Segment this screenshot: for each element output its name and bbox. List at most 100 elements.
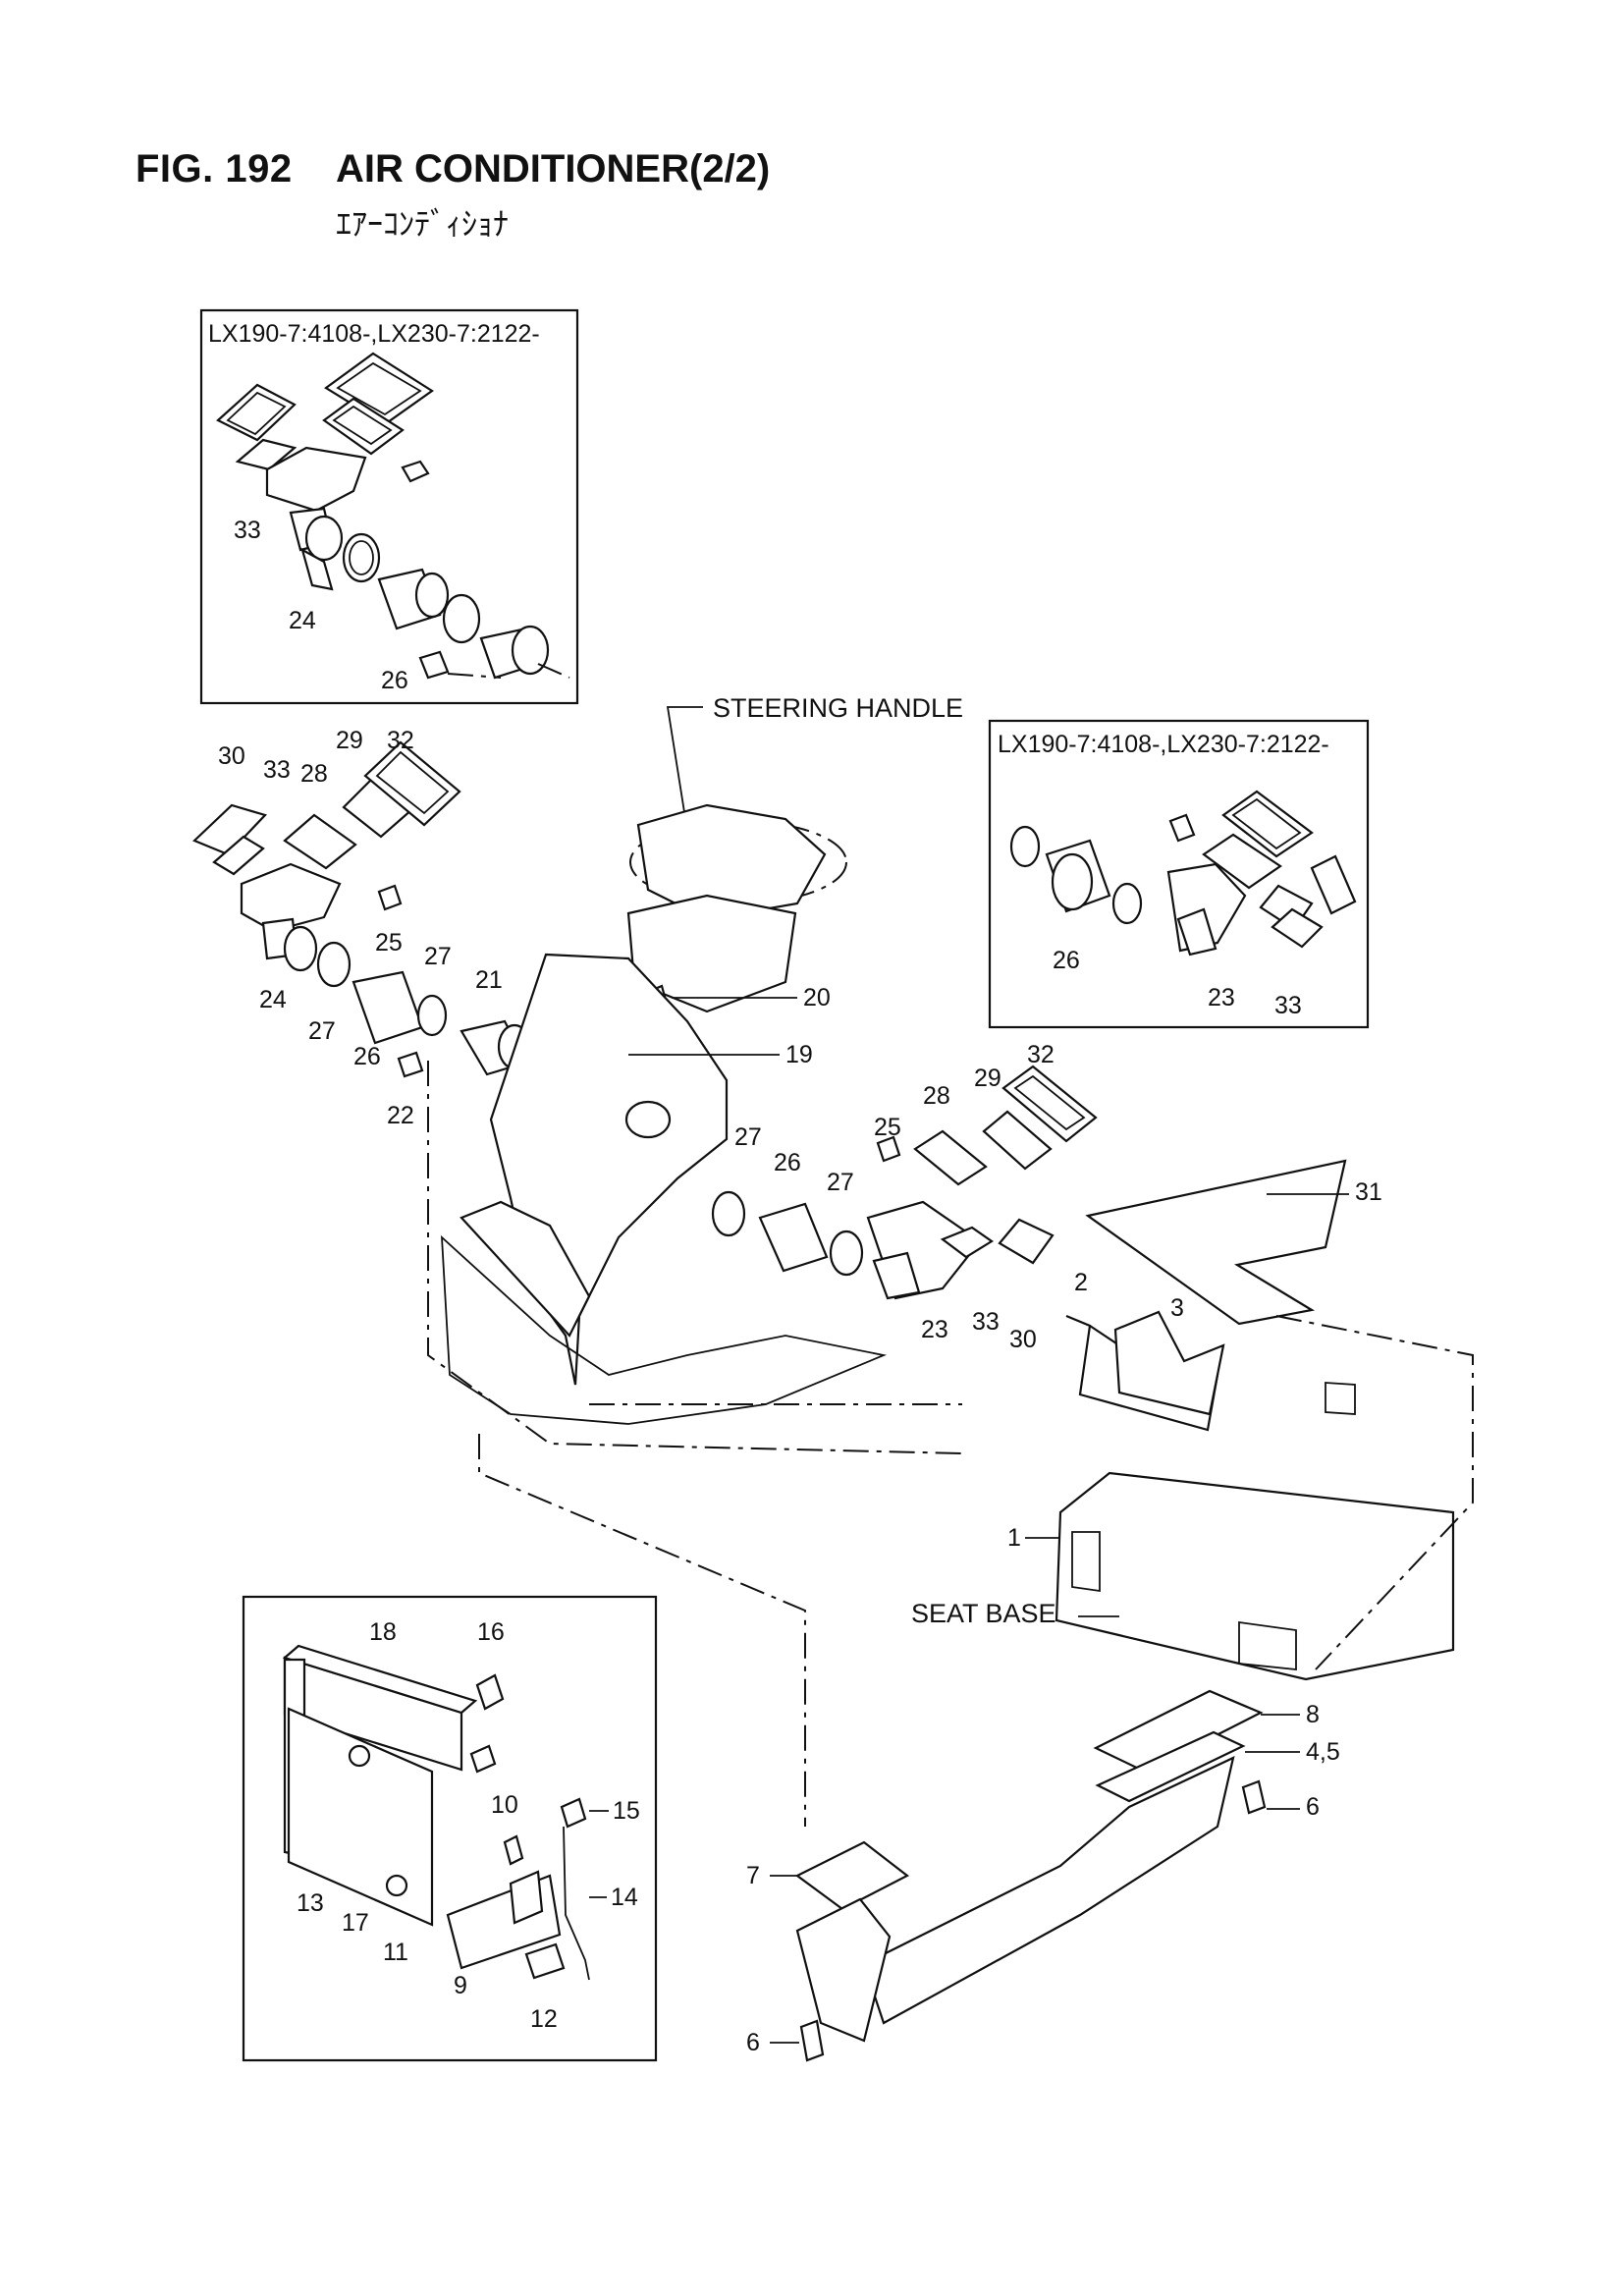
- nut-11: [385, 1874, 408, 1897]
- inset2-screw: [1168, 813, 1196, 843]
- panel-3: [1113, 1310, 1225, 1416]
- inset1-duct-box: [265, 446, 430, 552]
- callout-11: 11: [383, 1939, 408, 1966]
- inset-bottom-left-frame: [242, 1595, 658, 2062]
- callout-21: 21: [475, 966, 503, 994]
- callout-13: 13: [297, 1889, 324, 1917]
- gasket-4-5: [1095, 1730, 1246, 1803]
- callout-inset2-26: 26: [1053, 947, 1080, 974]
- inset2-filter-set: [1168, 790, 1357, 949]
- callout-22: 22: [387, 1102, 414, 1129]
- inset2-hose-assembly: [1009, 825, 1247, 957]
- callout-r25: 25: [874, 1114, 901, 1141]
- screw-r25: [876, 1135, 901, 1163]
- inset-top-left: LX190-7:4108-,LX230-7:2122-: [199, 308, 579, 705]
- callout-r27-b: 27: [827, 1169, 854, 1196]
- callout-18: 18: [369, 1618, 397, 1646]
- hose-24: [283, 925, 318, 972]
- main-right-duct-group: [711, 1065, 1347, 1326]
- lower-duct-assembly: [794, 1689, 1267, 2062]
- inset-bottom-left: [242, 1595, 658, 2062]
- callout-r33: 33: [972, 1308, 1000, 1336]
- bolt-15: [560, 1797, 587, 1829]
- inset1-filter-set: [216, 352, 434, 471]
- screw-22: [397, 1051, 424, 1078]
- steering-handle-note: STEERING HANDLE: [626, 693, 963, 1013]
- filter-r29: [982, 1110, 1053, 1171]
- hose-26: [352, 970, 424, 1045]
- callout-r30: 30: [1009, 1326, 1037, 1353]
- callout-25: 25: [375, 929, 403, 957]
- callout-20: 20: [803, 984, 831, 1011]
- figure-number: FIG. 192: [135, 147, 293, 191]
- clamp-r27b: [829, 1230, 864, 1277]
- callout-33: 33: [263, 756, 291, 784]
- callout-inset2-23: 23: [1208, 984, 1235, 1011]
- callout-24: 24: [259, 986, 287, 1013]
- inset-top-left-frame: [199, 308, 579, 705]
- callout-16: 16: [477, 1618, 505, 1646]
- clamp-27a: [316, 941, 352, 988]
- callout-19: 19: [785, 1041, 813, 1068]
- figure-subtitle-jp: ｴｱｰｺﾝﾃﾞｨｼｮﾅ: [336, 206, 510, 242]
- duct-box-main: [240, 862, 342, 933]
- leader-lines: [589, 997, 1349, 2044]
- plate-13: [287, 1707, 434, 1927]
- callout-6-a: 6: [1306, 1793, 1320, 1821]
- callout-12: 12: [530, 2005, 558, 2033]
- callout-inset1-26: 26: [381, 667, 408, 694]
- steering-handle-label: STEERING HANDLE: [713, 693, 963, 723]
- filter-r32: [1001, 1065, 1098, 1143]
- callout-17: 17: [342, 1909, 369, 1937]
- callout-27-a: 27: [424, 943, 452, 970]
- inset1-hose-assembly: [300, 515, 570, 680]
- filter-30: [192, 803, 268, 856]
- callout-30: 30: [218, 742, 245, 770]
- bolt-10: [503, 1834, 524, 1866]
- callout-10: 10: [491, 1791, 518, 1819]
- callout-r26: 26: [774, 1149, 801, 1176]
- seat-base-1: [1055, 1471, 1455, 1681]
- inset-right-frame: [988, 719, 1370, 1029]
- gasket-7: [794, 1840, 910, 1911]
- callout-9: 9: [454, 1972, 467, 1999]
- callout-inset1-24: 24: [289, 607, 316, 634]
- callout-26: 26: [353, 1043, 381, 1070]
- seat-base-assembly: SEAT BASE: [911, 1310, 1474, 1681]
- seat-base-label: SEAT BASE: [911, 1599, 1056, 1628]
- bolt-16: [475, 1673, 505, 1711]
- callout-27-b: 27: [308, 1017, 336, 1045]
- inset-top-left-serial: LX190-7:4108-,LX230-7:2122-: [208, 320, 540, 348]
- callout-29: 29: [336, 727, 363, 754]
- lower-duct: [862, 1756, 1235, 2025]
- callout-r28: 28: [923, 1082, 950, 1110]
- console-body: [427, 953, 963, 1827]
- callout-r23: 23: [921, 1316, 948, 1343]
- clamp-27b: [416, 994, 448, 1037]
- callout-r31: 31: [1355, 1178, 1382, 1206]
- callout-6-b: 6: [746, 2029, 760, 2056]
- screw-6a: [1241, 1779, 1267, 1815]
- callout-r32: 32: [1027, 1041, 1055, 1068]
- screw-25: [377, 884, 403, 911]
- filter-r30: [998, 1218, 1055, 1265]
- connector-12: [524, 1942, 566, 1980]
- filter-28: [283, 813, 357, 870]
- callout-14: 14: [611, 1884, 638, 1911]
- callout-inset1-33: 33: [234, 517, 261, 544]
- callout-2: 2: [1074, 1269, 1088, 1296]
- floor-mat-31: [1085, 1159, 1347, 1326]
- inset-right: LX190-7:4108-,LX230-7:2122- 26 23 33: [988, 719, 1370, 1029]
- callout-32: 32: [387, 727, 414, 754]
- callout-r27-a: 27: [734, 1123, 762, 1151]
- filter-r28: [913, 1129, 988, 1186]
- callout-3: 3: [1170, 1294, 1184, 1322]
- nut-17: [348, 1744, 371, 1768]
- callout-inset2-33: 33: [1274, 992, 1302, 1019]
- callout-15: 15: [613, 1797, 640, 1825]
- inset1-screw: [401, 460, 430, 483]
- clamp-r27a: [711, 1190, 746, 1237]
- callout-28: 28: [300, 760, 328, 788]
